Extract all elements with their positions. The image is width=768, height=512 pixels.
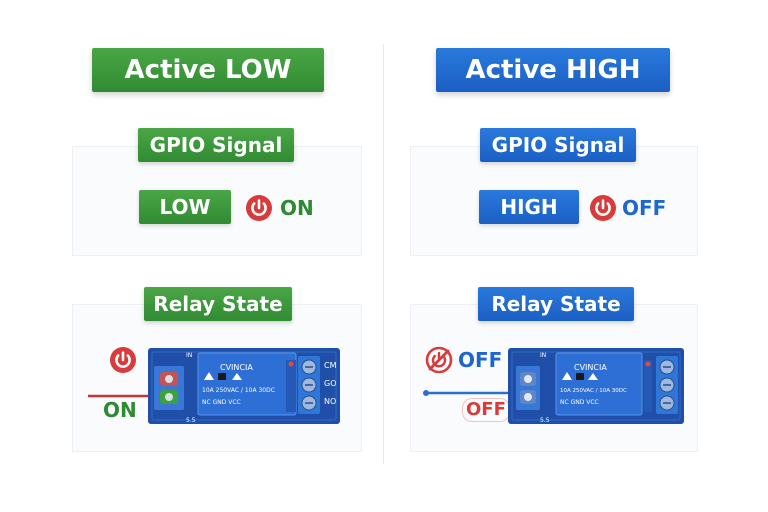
power-off-icon [425, 346, 453, 374]
board-spec: 10A 250VAC / 10A 30DC [202, 387, 275, 394]
power-icon [109, 346, 137, 374]
left-relay-state-label: Relay State [144, 287, 292, 321]
right-gpio-signal-label: GPIO Signal [480, 128, 636, 162]
signal-wire [420, 383, 524, 396]
board-brand: CVINCIA [220, 363, 253, 372]
right-relay-state-bottom-text: OFF [462, 398, 510, 422]
terminal-go: GO [324, 379, 337, 388]
right-relay-state-label: Relay State [478, 287, 634, 321]
svg-text:5.5: 5.5 [540, 417, 550, 424]
board-spec: 10A 250VAC / 10A 30DC [560, 388, 627, 394]
board-pins: NC GND VCC [560, 399, 599, 406]
relay-module-board: IN 5.5 CVINCIA 10A 250VAC / 10A 30DC NC … [148, 348, 340, 424]
left-gpio-signal-label: GPIO Signal [138, 128, 294, 162]
right-relay-state-top-text: OFF [458, 348, 503, 372]
left-relay-state-text: ON [103, 398, 137, 422]
relay-module-board: IN 5.5 CVINCIA 10A 250VAC / 10A 30DC NC … [508, 348, 684, 424]
left-gpio-state-text: ON [280, 196, 314, 220]
power-icon [589, 194, 617, 222]
right-gpio-value-badge: HIGH [479, 190, 579, 224]
svg-text:IN: IN [186, 352, 192, 359]
center-divider [383, 44, 384, 464]
svg-text:5.5: 5.5 [186, 417, 196, 424]
power-icon [245, 194, 273, 222]
active-low-title: Active LOW [92, 48, 324, 92]
right-gpio-state-text: OFF [622, 196, 667, 220]
terminal-no: NO [324, 397, 336, 406]
terminal-cm: CM [324, 361, 337, 370]
svg-text:IN: IN [540, 352, 546, 359]
left-gpio-value-badge: LOW [139, 190, 231, 224]
board-pins: NC GND VCC [202, 399, 241, 406]
active-high-title: Active HIGH [436, 48, 670, 92]
board-brand: CVINCIA [574, 363, 607, 372]
